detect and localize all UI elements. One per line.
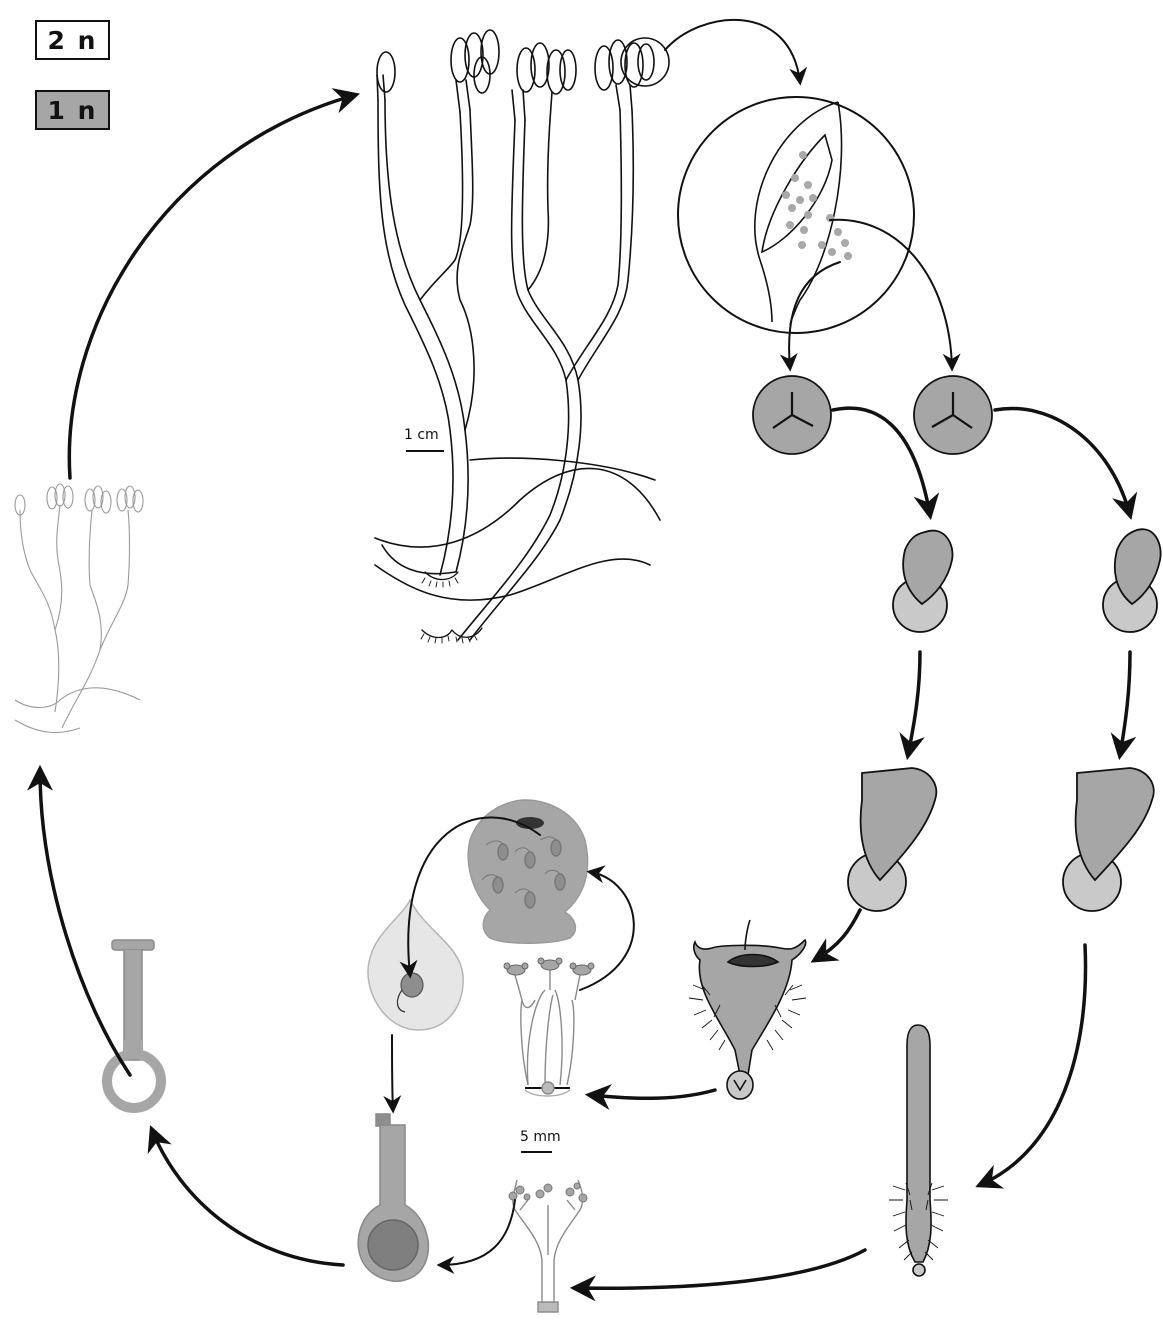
cycle-arrows (40, 20, 1130, 1288)
arrow-to-female-gametophyte (980, 945, 1086, 1185)
arrow-germ-to-young-left (908, 652, 920, 755)
arrow-to-sporophyte (69, 95, 355, 478)
fertilization-droplet (368, 900, 463, 1030)
antheridiophore-heads (504, 958, 594, 975)
spore-right (914, 376, 992, 454)
sporophyte-plant (375, 30, 669, 643)
scale-label-5mm: 5 mm (520, 1129, 561, 1145)
female-gametophyte (889, 1025, 948, 1276)
young-gametophyte-right (1063, 768, 1154, 911)
arrow-spore-right-to-germ (995, 408, 1130, 515)
archegoniophore (513, 1180, 583, 1312)
arrow-spores-left (789, 262, 840, 368)
arrow-to-male-gametophyte (815, 910, 860, 960)
arrow-to-faded-sporophyte (40, 770, 130, 1075)
arrow-to-magnified-capsule (665, 20, 800, 82)
mature-sporophyte-faded (15, 484, 143, 733)
young-gametophyte-left (848, 768, 936, 911)
germinating-spore-right (1103, 529, 1161, 632)
archegonium-embryo (358, 1114, 428, 1281)
antheridiophore (515, 968, 580, 1096)
legend-haploid-label: 1 n (48, 96, 98, 125)
antheridium (468, 800, 587, 943)
male-gametophyte (689, 920, 806, 1099)
archegoniophore-heads (509, 1183, 587, 1202)
germinating-spore-left (893, 531, 953, 632)
spore-left (753, 376, 831, 454)
capsule-magnified (678, 97, 914, 333)
legend-haploid: 1 n (35, 90, 110, 130)
arrow-female-to-archegoniophore (575, 1250, 865, 1288)
arrow-egg-to-embryo (392, 1035, 393, 1110)
arrow-archegoniophore-to-embryo (440, 1200, 515, 1265)
arrow-germ-to-young-right (1120, 652, 1130, 755)
arrow-embryo-to-young-sporophyte (152, 1130, 343, 1265)
scale-label-1cm: 1 cm (404, 427, 439, 443)
young-sporophyte (107, 940, 161, 1108)
legend-diploid-label: 2 n (48, 26, 98, 55)
legend-diploid: 2 n (35, 20, 110, 60)
arrow-male-to-antheridiophore (590, 1090, 715, 1098)
